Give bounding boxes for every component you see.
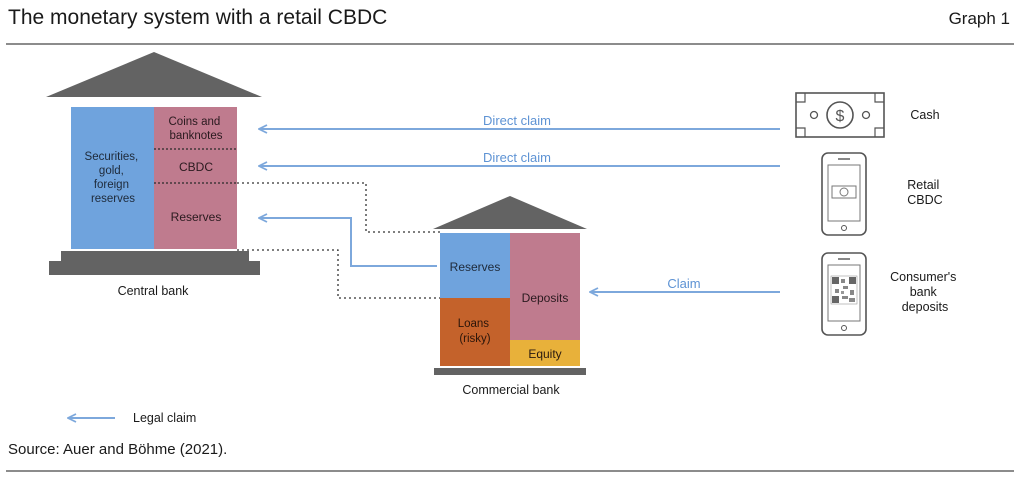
- svg-text:$: $: [836, 108, 845, 125]
- legend-label: Legal claim: [133, 411, 196, 425]
- central-bank-cbdc-label: CBDC: [179, 160, 213, 174]
- central-bank-liabilities-box: [154, 107, 237, 249]
- central-bank-base: [61, 251, 249, 261]
- reserves-claim-arrow: [259, 218, 437, 267]
- consumer-deposits-label: Consumer's bank deposits: [890, 270, 960, 314]
- central-bank-label: Central bank: [118, 284, 190, 298]
- commercial-bank-label: Commercial bank: [462, 383, 560, 397]
- commercial-bank-deposits-label: Deposits: [522, 291, 569, 305]
- graph-label: Graph 1: [948, 9, 1010, 28]
- commercial-bank-deposits-box: [510, 233, 580, 340]
- central-bank-plinth: [49, 261, 260, 275]
- bottom-divider: [6, 470, 1014, 472]
- commercial-bank-base: [434, 368, 586, 375]
- cash-label: Cash: [910, 108, 939, 122]
- dotted-connector-cbdc-reserves: [237, 182, 440, 233]
- commercial-bank: Reserves Loans (risky) Deposits Equity C…: [433, 196, 587, 397]
- central-bank-reserves-label: Reserves: [171, 210, 222, 224]
- page-title: The monetary system with a retail CBDC: [8, 6, 388, 29]
- central-bank: Securities, gold, foreign reserves Coins…: [46, 52, 262, 298]
- central-bank-roof: [46, 52, 262, 97]
- commercial-bank-loans-box: [440, 298, 510, 366]
- commercial-bank-roof: [433, 196, 587, 229]
- commercial-bank-reserves-label: Reserves: [450, 260, 501, 274]
- source-note: Source: Auer and Böhme (2021).: [8, 441, 228, 458]
- deposit-claim-label: Claim: [667, 276, 700, 291]
- top-divider: [6, 43, 1014, 45]
- cbdc-claim-label: Direct claim: [483, 150, 551, 165]
- central-bank-assets-label: Securities, gold, foreign reserves: [85, 151, 142, 205]
- banknote-icon: $: [795, 92, 885, 138]
- qr-phone-icon: [821, 252, 867, 336]
- commercial-bank-loans-label: Loans (risky): [458, 318, 493, 345]
- cbdc-phone-icon: [821, 152, 867, 236]
- dotted-connector-reserves: [237, 249, 440, 299]
- retail-cbdc-label: Retail CBDC: [907, 178, 942, 207]
- commercial-bank-equity-label: Equity: [528, 347, 561, 361]
- coins-banknotes-label: Coins and banknotes: [169, 116, 224, 142]
- cash-claim-label: Direct claim: [483, 113, 551, 128]
- commercial-bank-equity-box: [510, 340, 580, 366]
- commercial-bank-reserves-box: [440, 233, 510, 298]
- central-bank-assets-box: [71, 107, 154, 249]
